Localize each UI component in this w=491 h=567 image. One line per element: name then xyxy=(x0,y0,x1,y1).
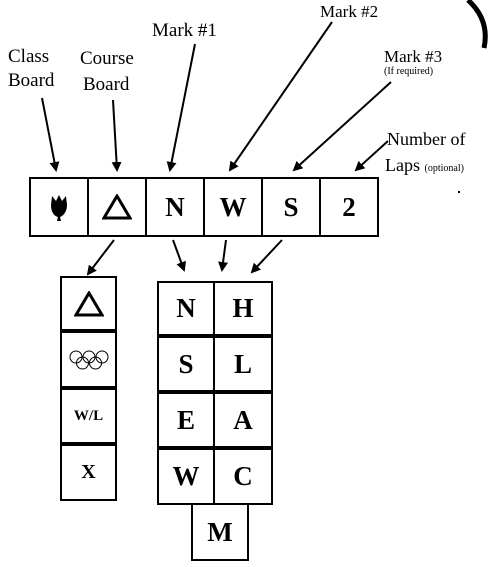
arrow-to-course-column xyxy=(86,239,115,276)
mark3-flag-box: S xyxy=(261,177,321,237)
mark-option-w: W xyxy=(157,448,215,505)
mark2-flag-box: W xyxy=(203,177,263,237)
thistle-icon xyxy=(51,195,67,221)
mark1-flag-box: N xyxy=(145,177,205,237)
dot-mark xyxy=(458,191,460,193)
class-board-label-line2: Board xyxy=(8,70,55,91)
mark1-label: Mark #1 xyxy=(152,20,217,41)
olympic-rings-icon xyxy=(69,350,108,369)
mark3-label: Mark #3 xyxy=(384,47,443,66)
course-board-label-line2: Board xyxy=(83,74,130,95)
mark-option-h: H xyxy=(213,281,273,336)
course-option-x: X xyxy=(60,444,117,501)
course-option-wl: W/L xyxy=(60,388,117,444)
mark-option-a: A xyxy=(213,392,273,448)
course-flag-box xyxy=(87,177,147,237)
laps-label-line2: Laps (optional) xyxy=(385,155,464,175)
mark3-note: (If required) xyxy=(384,66,434,77)
mark-option-n: N xyxy=(157,281,215,336)
corner-mark xyxy=(466,0,488,49)
arrow-course-board xyxy=(111,99,122,172)
laps-note: (optional) xyxy=(424,163,464,174)
mark-option-c: C xyxy=(213,448,273,505)
triangle-icon xyxy=(102,194,132,220)
arrow-class-board xyxy=(41,97,60,172)
class-board-label-line1: Class xyxy=(8,46,50,67)
course-option-olympic xyxy=(60,331,117,388)
mark-option-s: S xyxy=(157,336,215,392)
arrow-mark1 xyxy=(166,43,196,172)
mark2-label: Mark #2 xyxy=(320,2,379,21)
mark-option-e: E xyxy=(157,392,215,448)
arrow-mark2 xyxy=(228,21,333,172)
laps-label-line1: Number of xyxy=(387,129,466,149)
arrow-to-mark-right xyxy=(250,239,283,274)
mark-option-m: M xyxy=(191,503,249,561)
class-flag-box xyxy=(29,177,89,237)
course-option-triangle xyxy=(60,276,117,331)
laps-flag-box: 2 xyxy=(319,177,379,237)
arrow-laps xyxy=(354,140,389,172)
mark-option-l: L xyxy=(213,336,273,392)
arrow-to-mark-center xyxy=(218,239,229,272)
course-board-label-line1: Course xyxy=(80,48,134,69)
arrow-mark3 xyxy=(292,81,392,172)
triangle-icon xyxy=(73,290,104,316)
arrow-to-mark-left xyxy=(172,239,186,272)
